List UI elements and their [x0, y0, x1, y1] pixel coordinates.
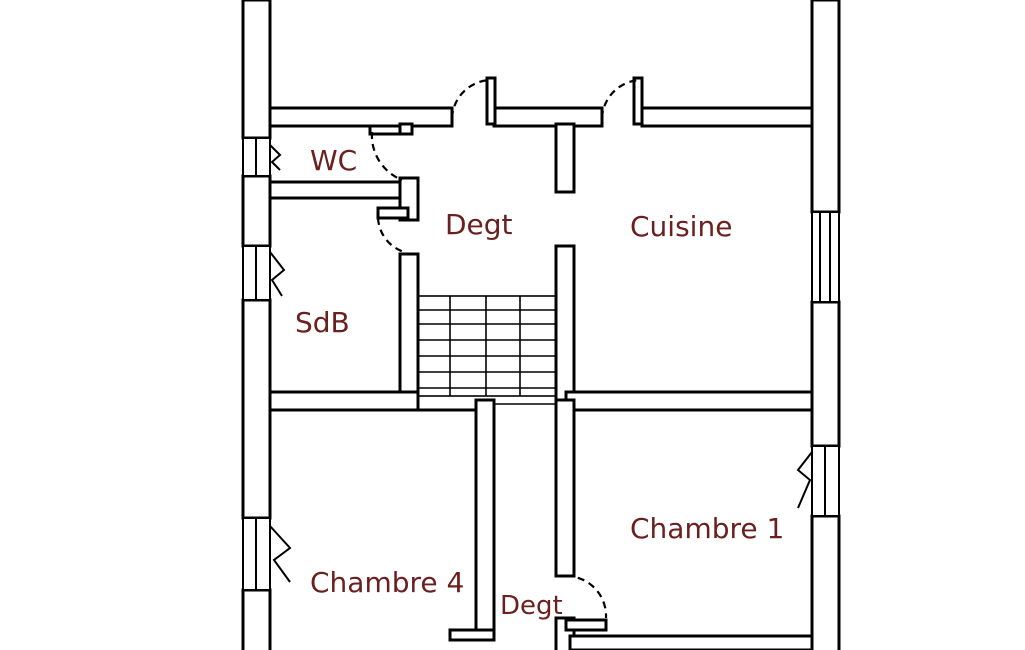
label-degt-bottom: Degt — [500, 591, 563, 621]
staircase — [417, 295, 557, 405]
window-cuisine — [811, 211, 840, 303]
wall-top-right — [640, 106, 814, 128]
left-wall-mid — [241, 174, 272, 248]
wall-chambre1-left — [554, 398, 576, 578]
windows — [242, 137, 840, 591]
label-cuisine: Cuisine — [630, 210, 732, 243]
interior-walls — [268, 76, 814, 650]
wall-bottom-right — [568, 634, 814, 650]
door-swing-entry-right — [600, 78, 641, 119]
wall-top-middle — [492, 106, 604, 128]
wall-mid-right — [564, 390, 814, 412]
wall-cuisine-left — [554, 244, 576, 402]
left-wall-lower — [241, 298, 272, 520]
left-wall-top — [241, 0, 272, 140]
window-chambre-4 — [242, 517, 292, 591]
wall-chambre4-right — [474, 398, 496, 640]
right-wall-mid — [810, 300, 841, 448]
wall-sdb-right — [398, 252, 420, 402]
right-wall-top — [810, 0, 841, 214]
label-chambre-4: Chambre 4 — [310, 566, 464, 599]
label-sdb: SdB — [295, 306, 350, 339]
window-wc — [242, 137, 282, 177]
window-sdb — [242, 245, 286, 301]
wall-mid-left — [268, 390, 420, 412]
wall-wc-bottom — [268, 180, 406, 200]
label-chambre-1: Chambre 1 — [630, 512, 784, 545]
window-chambre-1 — [796, 445, 840, 517]
left-wall-bottom — [241, 588, 272, 650]
label-wc: WC — [310, 144, 357, 177]
door-swing-wc — [370, 131, 403, 182]
door-swings — [370, 78, 641, 619]
wall-t-stem — [554, 122, 576, 194]
door-swing-sdb — [376, 217, 405, 254]
door-swing-chambre1 — [565, 574, 608, 619]
label-degt-top: Degt — [445, 208, 513, 241]
room-labels: WC Degt Cuisine SdB Chambre 4 Chambre 1 … — [295, 144, 784, 621]
right-wall-bottom — [810, 514, 841, 650]
door-swing-entry-left — [450, 78, 491, 119]
wall-top-left — [268, 106, 454, 128]
